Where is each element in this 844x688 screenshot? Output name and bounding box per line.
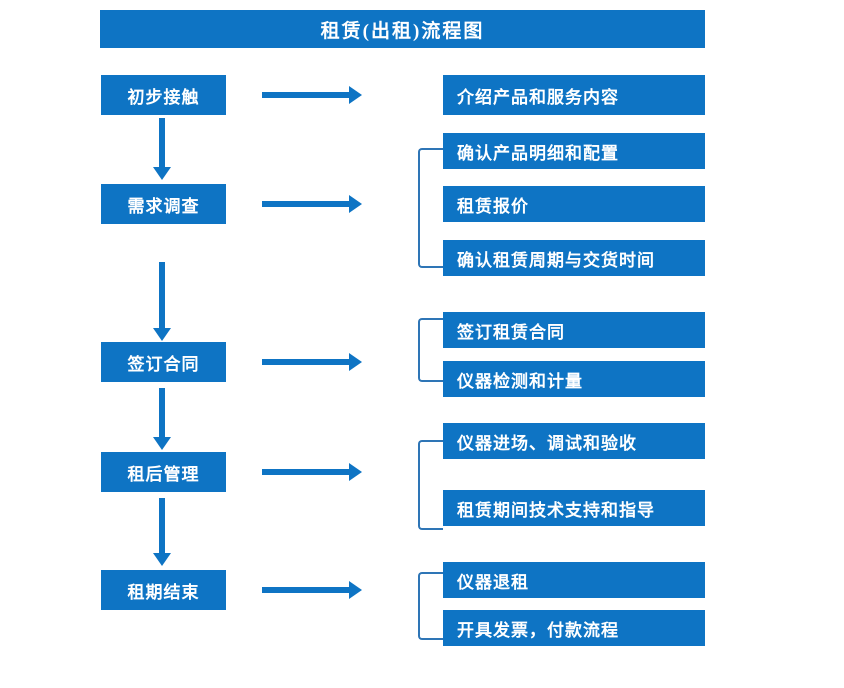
arrow-down-4	[153, 498, 171, 566]
stage-box-4[interactable]: 租后管理	[101, 452, 226, 492]
stage-box-2[interactable]: 需求调查	[101, 184, 226, 224]
bracket-connector-2	[418, 148, 443, 268]
arrow-down-2	[153, 262, 171, 342]
arrow-right-3	[262, 353, 362, 371]
detail-box-3-1[interactable]: 签订租赁合同	[443, 312, 705, 348]
detail-box-2-3[interactable]: 确认租赁周期与交货时间	[443, 240, 705, 276]
detail-box-5-1[interactable]: 仪器退租	[443, 562, 705, 598]
detail-box-1-1[interactable]: 介绍产品和服务内容	[443, 75, 705, 115]
detail-box-2-2[interactable]: 租赁报价	[443, 186, 705, 222]
bracket-connector-4	[418, 440, 443, 530]
detail-box-4-1[interactable]: 仪器进场、调试和验收	[443, 423, 705, 459]
arrow-down-3	[153, 388, 171, 450]
diagram-title: 租赁(出租)流程图	[100, 10, 705, 48]
arrow-down-1	[153, 118, 171, 180]
arrow-right-4	[262, 463, 362, 481]
stage-box-1[interactable]: 初步接触	[101, 75, 226, 115]
arrow-right-1	[262, 86, 362, 104]
stage-box-3[interactable]: 签订合同	[101, 342, 226, 382]
bracket-connector-5	[418, 572, 443, 640]
arrow-right-2	[262, 195, 362, 213]
bracket-connector-3	[418, 318, 443, 382]
detail-box-2-1[interactable]: 确认产品明细和配置	[443, 133, 705, 169]
arrow-right-5	[262, 581, 362, 599]
stage-box-5[interactable]: 租期结束	[101, 570, 226, 610]
detail-box-4-2[interactable]: 租赁期间技术支持和指导	[443, 490, 705, 526]
detail-box-3-2[interactable]: 仪器检测和计量	[443, 361, 705, 397]
detail-box-5-2[interactable]: 开具发票，付款流程	[443, 610, 705, 646]
